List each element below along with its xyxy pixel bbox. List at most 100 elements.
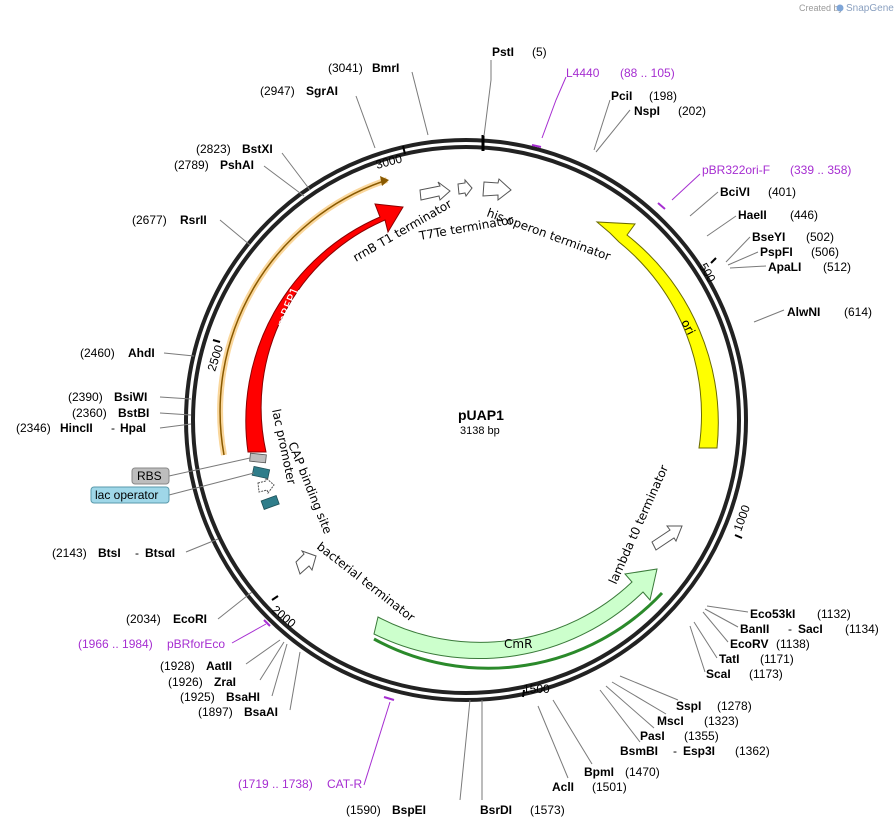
enzyme-ecoRV[interactable]: EcoRV(1138) [730, 637, 810, 651]
primer-pbr322ori[interactable]: pBR322ori-F(339 .. 358) [702, 163, 851, 177]
svg-text:(5): (5) [532, 45, 547, 59]
svg-text:(88 .. 105): (88 .. 105) [620, 66, 675, 80]
svg-text:-: - [788, 622, 792, 636]
enzyme-bsrDI[interactable]: BsrDI(1573) [480, 803, 565, 817]
haeII-leader [706, 215, 737, 237]
enzyme-sspI[interactable]: SspI(1278) [676, 699, 752, 713]
lambda-terminator-arrow [651, 525, 683, 551]
apaLI-leader [729, 265, 767, 269]
svg-text:BseYI: BseYI [752, 230, 785, 244]
enzyme-aatII[interactable]: (1928)AatII [160, 659, 232, 673]
rbs-box-label: RBS [137, 469, 162, 483]
orf-mrfp1-arrow [219, 180, 385, 456]
enzyme-tatI[interactable]: TatI(1171) [719, 652, 794, 666]
enzyme-bpmI[interactable]: BpmI(1470) [584, 765, 660, 779]
enzyme-zraI[interactable]: (1926) ZraI [168, 675, 236, 689]
primer-catr[interactable]: (1719 .. 1738)CAT-R [238, 777, 362, 791]
svg-text:(446): (446) [790, 208, 818, 222]
svg-text:(1926): (1926) [168, 675, 203, 689]
enzyme-bsaAI[interactable]: (1897)BsaAI [198, 705, 278, 719]
pciI-leader [593, 99, 611, 151]
svg-text:(2823): (2823) [196, 142, 231, 156]
bsiWI-leader [159, 396, 192, 400]
svg-text:pBR322ori-F: pBR322ori-F [702, 163, 770, 177]
pasI-leader [605, 685, 655, 729]
enzyme-bstBI[interactable]: (2360)BstBI [72, 406, 149, 420]
lac-operator-feature[interactable] [251, 465, 271, 480]
svg-text:(2789): (2789) [174, 158, 209, 172]
enzyme-eco53kI[interactable]: Eco53kI(1132) [750, 607, 851, 621]
svg-text:2000: 2000 [269, 603, 299, 631]
bsaHI-leader [271, 643, 288, 697]
cap-binding-site-feature[interactable] [260, 494, 280, 510]
svg-text:TatI: TatI [719, 652, 739, 666]
enzyme-bmrI[interactable]: (3041)BmrI [328, 61, 399, 75]
bacterial-terminator-label: bacterial terminator [314, 539, 417, 624]
svg-text:EcoRV: EcoRV [730, 637, 768, 651]
pshAI-leader [263, 165, 305, 197]
svg-text:HaeII: HaeII [738, 208, 767, 222]
scaI-leader [689, 625, 706, 673]
svg-text:(1966 .. 1984): (1966 .. 1984) [78, 637, 153, 651]
tick-3000: 3000 [374, 145, 406, 172]
svg-text:(1134): (1134) [845, 622, 879, 636]
svg-text:BanII: BanII [740, 622, 769, 636]
primer-l4440[interactable]: L4440(88 .. 105) [566, 66, 675, 80]
bciVI-leader [689, 191, 719, 217]
enzyme-apaLI[interactable]: ApaLI(512) [768, 260, 851, 274]
enzyme-btsI[interactable]: (2143)BtsI-BtsαI [52, 546, 175, 560]
svg-text:(401): (401) [768, 185, 796, 199]
enzyme-bseYI[interactable]: BseYI(502) [752, 230, 834, 244]
enzyme-haeII[interactable]: HaeII (446) [738, 208, 818, 222]
enzyme-bsaHI[interactable]: (1925)BsaHI [180, 690, 260, 704]
enzyme-pshAI[interactable]: (2789)PshAI [174, 158, 254, 172]
lac-operator-box-label: lac operator [95, 488, 158, 502]
enzyme-bstXI[interactable]: (2823)BstXI [196, 142, 273, 156]
enzyme-banII[interactable]: BanII-SacI(1134) [740, 622, 879, 636]
enzyme-mscI[interactable]: MscI(1323) [657, 714, 739, 728]
tatI-leader [693, 621, 718, 659]
enzyme-pciI[interactable]: PciI(198) [611, 89, 677, 103]
enzyme-rsrII[interactable]: (2677)RsrII [132, 213, 207, 227]
svg-text:BsiWI: BsiWI [114, 390, 147, 404]
svg-text:(2143): (2143) [52, 546, 87, 560]
svg-text:AatII: AatII [206, 659, 232, 673]
rbs-box[interactable] [131, 467, 170, 485]
svg-text:HpaI: HpaI [120, 421, 146, 435]
svg-text:(1590): (1590) [346, 803, 381, 817]
ahdI-leader [163, 352, 195, 357]
enzyme-ecoRI[interactable]: (2034)EcoRI [126, 612, 207, 626]
svg-text:-: - [673, 744, 677, 758]
svg-text:ZraI: ZraI [214, 675, 236, 689]
lac-promoter-arrow [257, 476, 275, 495]
enzyme-ahdI[interactable]: (2460)AhdI [80, 346, 155, 360]
enzyme-scaI[interactable]: ScaI(1173) [706, 667, 783, 681]
enzyme-nspI[interactable]: NspI(202) [634, 104, 706, 118]
enzyme-hincII[interactable]: (2346)HincII-HpaI [16, 421, 146, 435]
zraI-leader [259, 641, 285, 681]
enzyme-pstI[interactable]: PstI(5) [492, 45, 547, 59]
rbs-feature[interactable] [249, 452, 267, 464]
enzyme-aclI[interactable]: AclI(1501) [552, 780, 627, 794]
enzyme-pspFI[interactable]: PspFI(506) [760, 245, 839, 259]
enzyme-alwNI[interactable]: AlwNI(614) [787, 305, 872, 319]
enzyme-bsiWI[interactable]: (2390)BsiWI [68, 390, 147, 404]
enzyme-bspEI[interactable]: (1590)BspEI [346, 803, 426, 817]
ori-feature[interactable] [595, 221, 719, 449]
svg-text:SgrAI: SgrAI [306, 84, 338, 98]
sgrAI-leader [355, 95, 376, 149]
svg-text:(1132): (1132) [817, 607, 851, 621]
primer-pbrforeco[interactable]: (1966 .. 1984)pBRforEco [78, 637, 225, 651]
snapgene-logo-icon [836, 4, 844, 12]
lac-operator-box[interactable] [90, 486, 170, 504]
enzyme-sgrAI[interactable]: (2947)SgrAI [260, 84, 338, 98]
enzyme-bsmBI[interactable]: BsmBI-Esp3I(1362) [620, 744, 770, 758]
ori-label: ori [678, 317, 698, 337]
mrfp1-feature[interactable] [245, 203, 404, 453]
enzyme-pasI[interactable]: PasI(1355) [640, 729, 719, 743]
cmr-feature[interactable] [373, 568, 658, 659]
svg-text:Esp3I: Esp3I [683, 744, 715, 758]
enzyme-bciVI[interactable]: BciVI(401) [720, 185, 796, 199]
svg-text:ScaI: ScaI [706, 667, 731, 681]
